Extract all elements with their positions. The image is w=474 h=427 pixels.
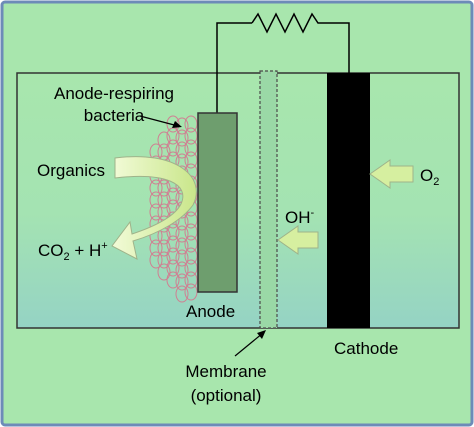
bacterium-cell <box>175 141 189 159</box>
bacterium-cell <box>184 211 198 229</box>
co2-subscript: 2 <box>64 251 70 263</box>
bacterium-cell <box>157 179 171 197</box>
bacterium-cell <box>149 179 163 197</box>
cathode-label: Cathode <box>334 339 398 358</box>
bacterium-cell <box>175 285 189 303</box>
anode-electrode <box>197 112 238 293</box>
bacterium-cell <box>157 191 171 209</box>
anode-label: Anode <box>186 302 235 321</box>
cathode-electrode <box>327 73 370 328</box>
bacterium-cell <box>184 223 198 241</box>
bacterium-cell <box>184 247 198 265</box>
bacterium-cell <box>175 129 189 147</box>
bacterium-cell <box>175 261 189 279</box>
oxygen-arrow <box>369 159 414 189</box>
h-superscript: + <box>101 240 107 252</box>
bacterium-cell <box>157 251 171 269</box>
bacterium-cell <box>149 191 163 209</box>
membrane-label-line2: (optional) <box>191 386 262 405</box>
bacterium-cell <box>175 237 189 255</box>
o2-text: O <box>420 166 433 185</box>
o2-subscript: 2 <box>433 176 439 188</box>
oh-text: OH <box>285 208 311 227</box>
bacterium-cell <box>157 131 171 149</box>
membrane-label-line1: Membrane <box>185 362 266 381</box>
bacterium-cell <box>184 283 198 301</box>
bacterium-cell <box>149 251 163 269</box>
membrane-pointer-line <box>234 332 264 357</box>
bacterium-cell <box>157 239 171 257</box>
bacterium-cell <box>184 139 198 157</box>
oh-label: OH- <box>285 207 315 227</box>
bacteria-pointer-head <box>172 121 182 128</box>
co2-h-label: CO2 + H+ <box>38 240 108 263</box>
co2-plus-h: + H <box>70 241 102 260</box>
membrane <box>259 70 278 329</box>
circuit-wire-anode <box>216 22 252 113</box>
bacterium-cell <box>175 249 189 267</box>
bacterium-cell <box>166 235 180 253</box>
co2-label: CO <box>38 241 64 260</box>
bacterium-cell <box>166 271 180 289</box>
bacterium-cell <box>166 115 180 133</box>
bacteria-label-line1: Anode-respiring <box>54 84 174 103</box>
hydroxide-arrow <box>277 225 319 255</box>
reactor-chamber <box>16 72 460 329</box>
bacterium-cell <box>175 273 189 291</box>
membrane-pointer-head <box>257 330 266 339</box>
bacterium-cell <box>184 115 198 133</box>
resistor-symbol <box>251 12 323 34</box>
bacterium-cell <box>166 187 180 205</box>
bacterium-cell <box>184 259 198 277</box>
bacterium-cell <box>157 263 171 281</box>
circuit-wire-cathode <box>323 22 350 73</box>
bacteria-label-line2: bacteria <box>84 106 145 125</box>
bacterium-cell <box>166 127 180 145</box>
bacterium-cell <box>166 259 180 277</box>
bacterium-cell <box>184 151 198 169</box>
bacterium-cell <box>149 239 163 257</box>
organics-label: Organics <box>37 161 105 180</box>
bacterium-cell <box>149 203 163 221</box>
oh-superscript: - <box>311 207 315 219</box>
bacterium-cell <box>166 139 180 157</box>
bacterium-cell <box>184 271 198 289</box>
organics-flow-arrow <box>111 156 197 260</box>
bacterium-cell <box>184 127 198 145</box>
bacteria-pointer-line <box>139 115 179 127</box>
bacterium-cell <box>166 247 180 265</box>
o2-label: O2 <box>420 166 439 188</box>
bacterium-cell <box>175 225 189 243</box>
bacterium-cell <box>166 223 180 241</box>
bacterium-cell <box>184 235 198 253</box>
